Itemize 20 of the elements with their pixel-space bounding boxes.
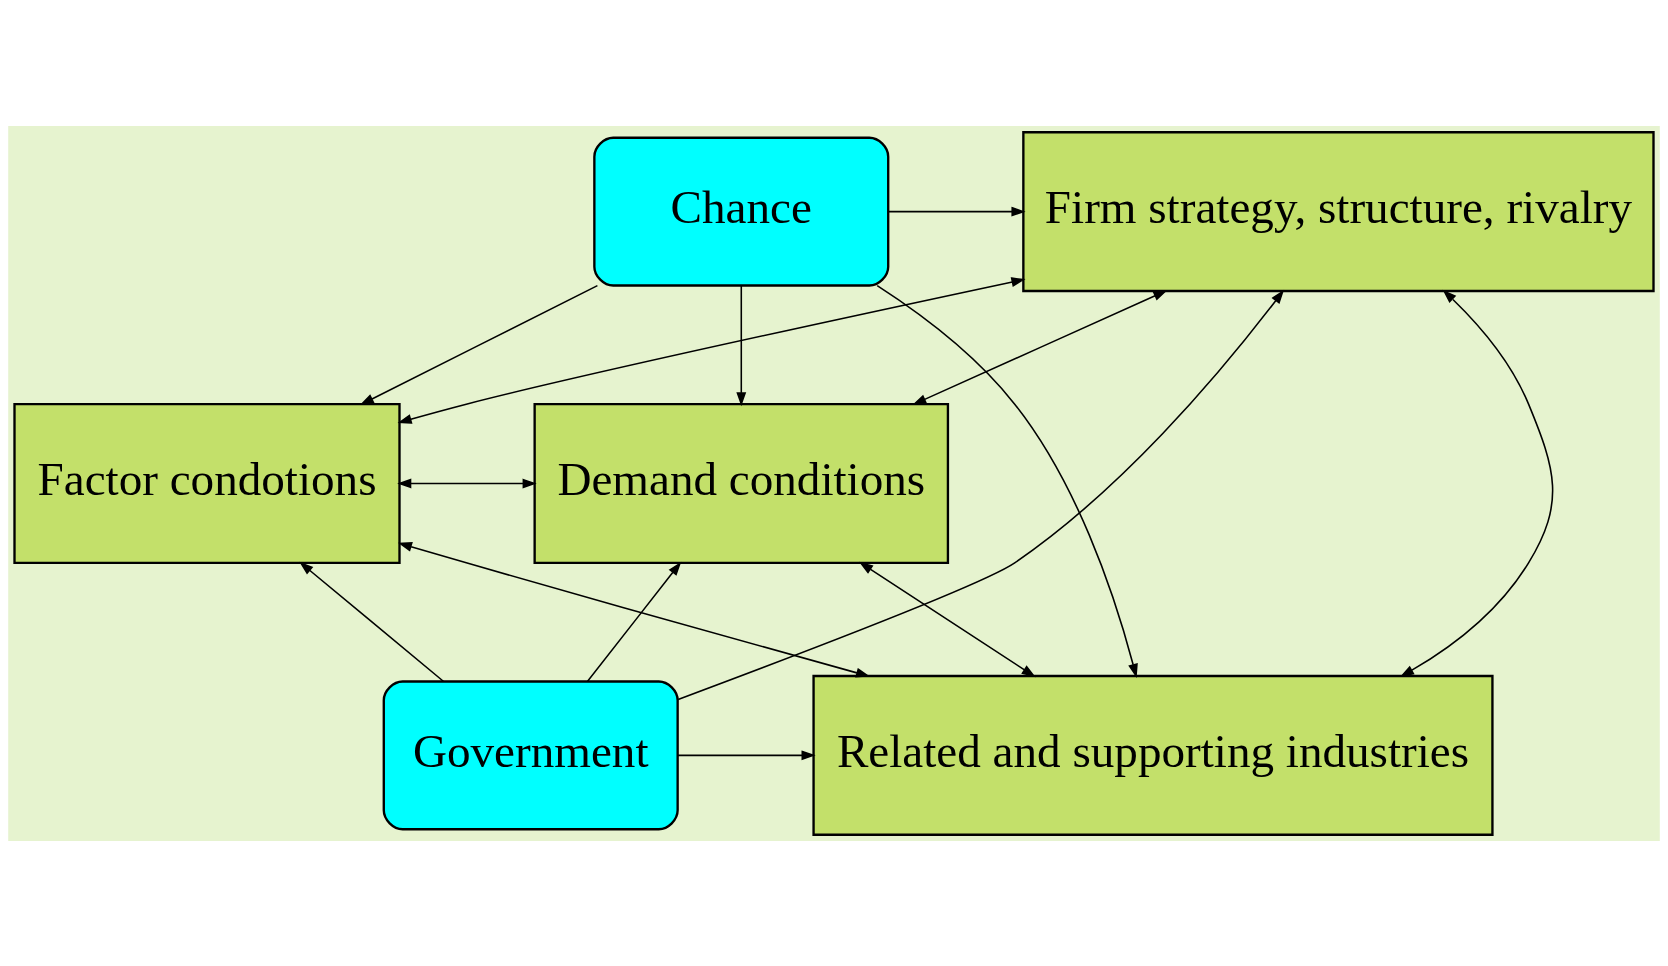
arrow [858,561,1036,677]
node-box: Government [382,679,679,830]
arrow [677,289,1285,700]
node-box: Firm strategy, structure, rivalry [1022,130,1655,292]
arrow [912,289,1168,405]
arrow [736,284,747,406]
arrow [586,561,682,682]
arrow [876,284,1138,678]
node-box: Chance [593,136,890,287]
arrow [1399,289,1554,677]
arrow [397,276,1026,424]
node-box: Demand conditions [533,402,950,564]
arrow [677,749,816,760]
arrow [397,541,871,677]
arrow [397,478,537,488]
arrow [299,561,445,682]
arrow [359,284,599,405]
node-box: Related and supporting industries [812,674,1494,836]
node-box: Factor condotions [13,402,401,564]
arrow [887,206,1026,217]
